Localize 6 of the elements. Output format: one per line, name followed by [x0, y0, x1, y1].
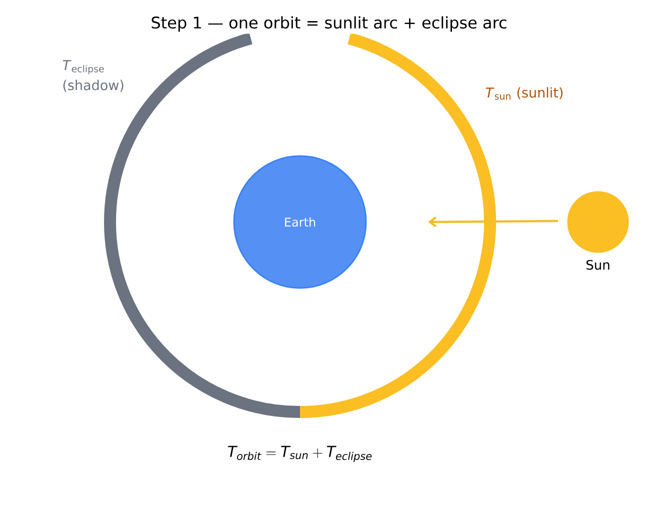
sun-circle: [567, 191, 629, 253]
sun-label: Sun: [586, 260, 610, 270]
sunlit-label: T$_{sun}$ (sunlit): [486, 87, 563, 100]
orbit-formula: $T_{orbit} = T_{sun} + T_{eclipse}$: [228, 446, 372, 462]
eclipse-label: T$_{eclipse}$ (shadow): [62, 60, 124, 92]
title: Step 1 — one orbit = sunlit arc + eclipse arc: [148, 14, 510, 34]
